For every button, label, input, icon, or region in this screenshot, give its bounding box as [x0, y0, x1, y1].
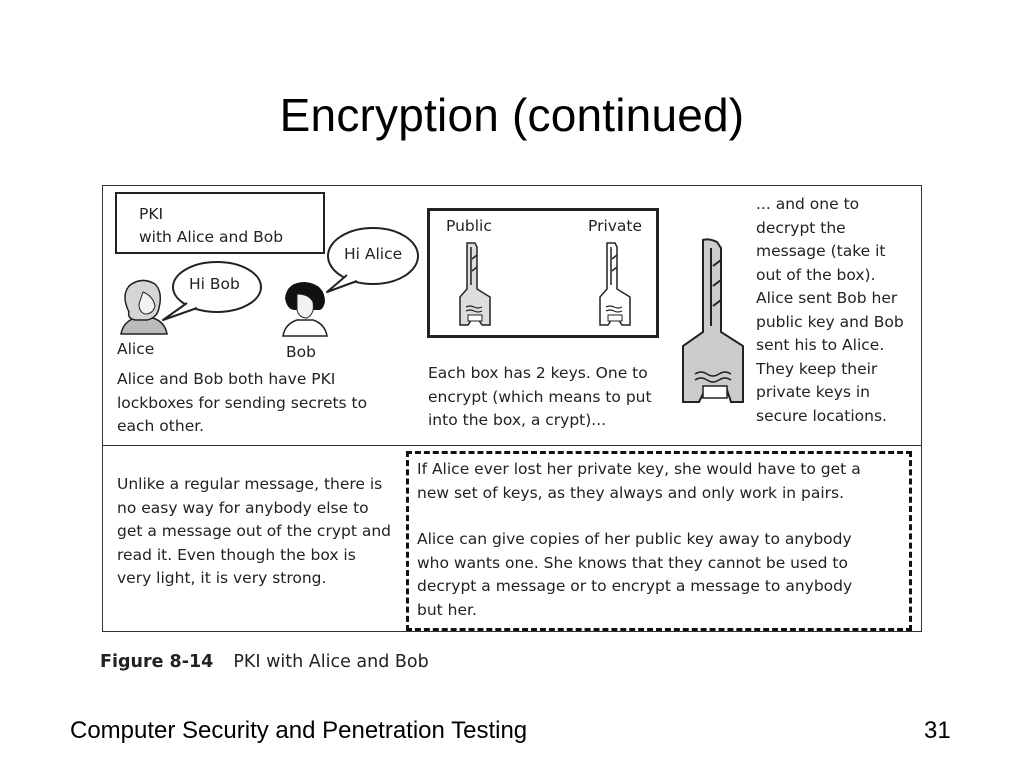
public-key-label: Public	[446, 217, 492, 235]
pki-label-box: PKI with Alice and Bob	[115, 192, 325, 254]
bob-figure-icon	[282, 282, 328, 337]
bob-label: Bob	[286, 343, 316, 361]
alice-label: Alice	[117, 340, 155, 358]
bob-speech-bubble	[326, 227, 419, 293]
figure-title: PKI with Alice and Bob	[233, 652, 429, 672]
private-key-icon	[599, 242, 631, 326]
figure-panel: PKI with Alice and Bob Hi Bob Hi Alice A…	[102, 185, 922, 632]
key-notes-dashed-box: If Alice ever lost her private key, she …	[406, 451, 912, 631]
figure-number: Figure 8-14	[100, 652, 214, 672]
page-number: 31	[924, 717, 951, 744]
keys-description: Each box has 2 keys. One to encrypt (whi…	[428, 364, 652, 429]
public-key-icon	[459, 242, 491, 326]
figure-caption: Figure 8-14 PKI with Alice and Bob	[100, 652, 429, 672]
alice-bubble-text: Hi Bob	[189, 275, 240, 293]
decrypt-description: ... and one to decrypt the message (take…	[756, 195, 904, 425]
figure-divider	[103, 445, 921, 446]
pki-label-line1: PKI	[139, 205, 164, 223]
lockbox-description: Alice and Bob both have PKI lockboxes fo…	[117, 370, 368, 435]
private-key-label: Private	[588, 217, 643, 235]
bob-bubble-text: Hi Alice	[344, 245, 403, 263]
large-key-icon	[682, 238, 744, 403]
pki-label-line2: with Alice and Bob	[139, 228, 284, 246]
alice-figure-icon	[120, 279, 168, 335]
slide-title: Encryption (continued)	[279, 89, 745, 141]
paragraph-gap	[417, 505, 909, 528]
keys-box: Public Private	[427, 208, 659, 338]
speech-bubbles-graphic	[162, 227, 419, 321]
alice-speech-bubble	[162, 261, 262, 321]
crypt-description: Unlike a regular message, there is no ea…	[117, 475, 392, 587]
footer-course-title: Computer Security and Penetration Testin…	[70, 717, 528, 744]
